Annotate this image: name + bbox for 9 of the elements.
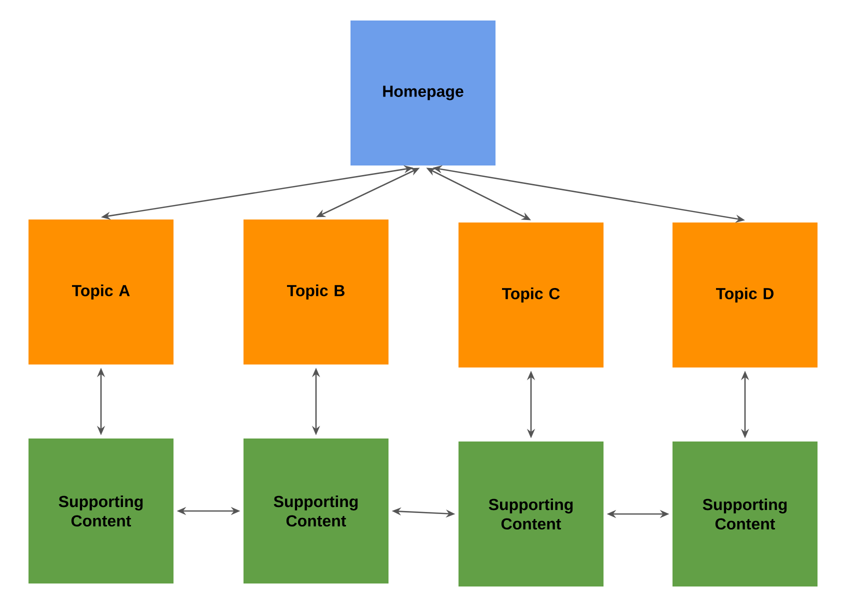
- content-box: Supporting Content: [28, 438, 174, 584]
- page-box: Homepage: [350, 20, 496, 166]
- content-box: Supporting Content: [244, 438, 388, 584]
- topic-box: Topic D: [672, 222, 818, 368]
- topic-box: Topic C: [458, 222, 604, 368]
- topic-box: Topic A: [28, 220, 174, 364]
- topic-box: Topic B: [244, 220, 388, 364]
- content-box: Supporting Content: [458, 442, 604, 586]
- content-box: Supporting Content: [672, 442, 818, 586]
